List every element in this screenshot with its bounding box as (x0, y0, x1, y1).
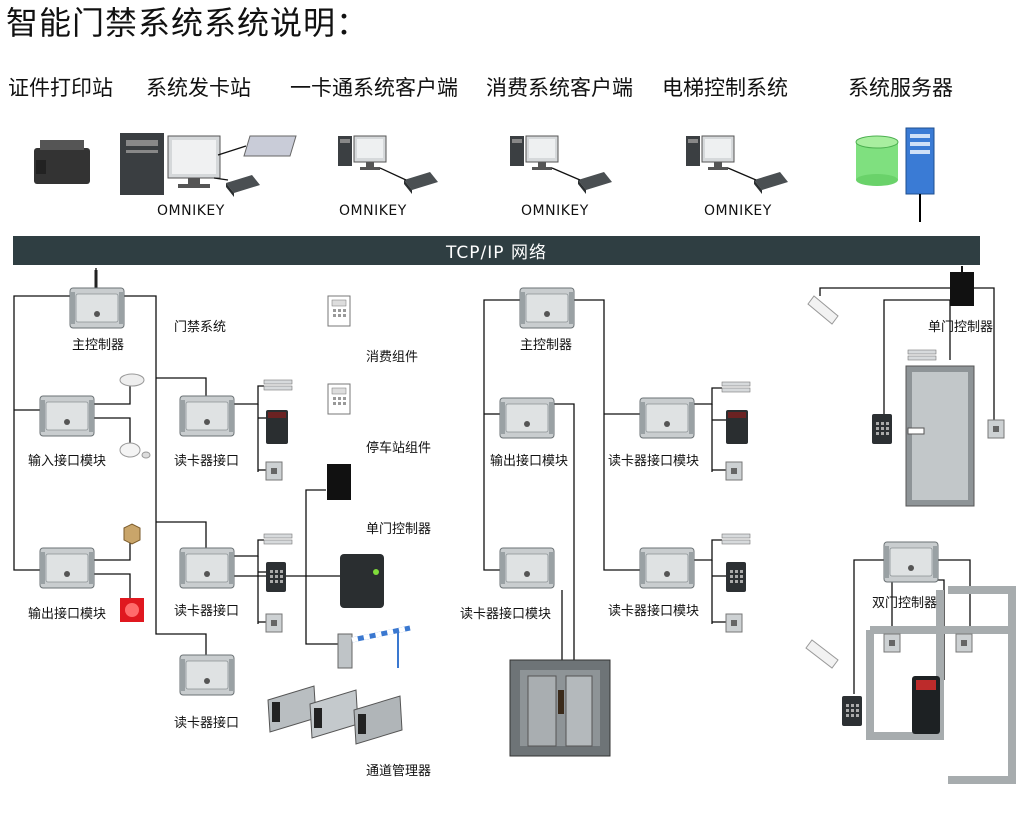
left-reader-interface-1 (179, 395, 235, 437)
left-input-module (39, 395, 95, 437)
door-lock-icon (263, 379, 293, 391)
left-main-controller-label: 主控制器 (72, 338, 125, 353)
exit-button-icon (883, 633, 901, 653)
door-lock-icon (907, 349, 937, 361)
turnstile-gates-icon (267, 685, 403, 745)
label-id-print-station: 证件打印站 (8, 76, 113, 100)
camera-icon (807, 295, 839, 325)
single-door-controller-label: 单门控制器 (366, 522, 432, 537)
alarm-light-icon (120, 598, 144, 622)
middle-reader-module-left-label: 读卡器接口模块 (460, 607, 552, 622)
id-card-printer-icon (34, 140, 90, 184)
exit-button-icon (725, 613, 743, 633)
barrier-gate-icon (337, 625, 411, 669)
left-reader-interface-3 (179, 654, 235, 696)
left-output-module (39, 547, 95, 589)
middle-output-module-label: 输出接口模块 (490, 454, 569, 469)
smoke-detector-icon (119, 373, 145, 387)
omnikey-label: OMNIKEY (521, 203, 589, 219)
label-system-server: 系统服务器 (848, 76, 953, 100)
single-door-controller-icon (327, 464, 351, 500)
reader-interface-label: 读卡器接口 (174, 716, 240, 731)
database-icon (855, 135, 899, 186)
exit-button-icon (265, 613, 283, 633)
omnikey-label: OMNIKEY (157, 203, 225, 219)
access-system-label: 门禁系统 (174, 320, 227, 335)
keypad-reader-icon (872, 414, 892, 444)
server-rack-icon (905, 127, 935, 222)
exit-button-icon (955, 633, 973, 653)
exit-button-icon (725, 461, 743, 481)
middle-reader-module-left (499, 547, 555, 589)
large-reader-icon (340, 554, 384, 608)
keypad-reader-icon (726, 562, 746, 592)
parking-terminal-icon (327, 383, 351, 415)
reader-interface-label: 读卡器接口 (174, 604, 240, 619)
onecard-client-pc-icon (337, 135, 438, 194)
label-card-issue-station: 系统发卡站 (146, 76, 251, 100)
middle-output-module (499, 397, 555, 439)
card-reader-icon (266, 410, 288, 444)
door-lock-icon (721, 381, 751, 393)
access-terminal-icon (912, 676, 940, 734)
glass-door-icon (905, 365, 975, 507)
keypad-reader-icon (842, 696, 862, 726)
keypad-reader-icon (266, 562, 286, 592)
label-consumption-client: 消费系统客户端 (486, 76, 633, 100)
double-door-frame-icon (866, 586, 1016, 784)
middle-reader-module-right-bottom (639, 547, 695, 589)
tcpip-network-bar: TCP/IP 网络 (13, 236, 980, 265)
label-onecard-client: 一卡通系统客户端 (290, 76, 458, 100)
middle-reader-module-right-bottom-label: 读卡器接口模块 (608, 604, 700, 619)
consumption-component-label: 消费组件 (366, 350, 419, 365)
right-single-door-controller-label: 单门控制器 (928, 320, 994, 335)
consumption-terminal-icon (327, 295, 351, 327)
door-lock-icon (721, 533, 751, 545)
camera-icon (805, 639, 839, 669)
middle-main-controller (519, 287, 575, 329)
exit-button-icon (987, 419, 1005, 439)
middle-section-wiring (483, 299, 726, 660)
right-single-door-controller (950, 266, 974, 306)
omnikey-label: OMNIKEY (339, 203, 407, 219)
elevator-car-icon (509, 659, 611, 757)
double-door-controller-label: 双门控制器 (872, 596, 938, 611)
speaker-icon (123, 523, 141, 545)
network-label: TCP/IP 网络 (446, 243, 547, 263)
reader-interface-label: 读卡器接口 (174, 454, 240, 469)
page-title: 智能门禁系统系统说明： (6, 4, 370, 42)
left-reader-interface-2 (179, 547, 235, 589)
input-module-label: 输入接口模块 (28, 454, 107, 469)
left-output-module-label: 输出接口模块 (28, 607, 107, 622)
siren-icon (119, 442, 151, 459)
middle-main-controller-label: 主控制器 (520, 338, 573, 353)
card-issue-workstation-icon (120, 133, 297, 197)
elevator-client-pc-icon (685, 135, 788, 194)
exit-button-icon (265, 461, 283, 481)
card-reader-icon (726, 410, 748, 444)
left-main-controller (69, 270, 125, 329)
channel-manager-label: 通道管理器 (366, 764, 432, 779)
right-double-door-controller (883, 541, 939, 583)
label-elevator-system: 电梯控制系统 (662, 76, 788, 100)
consumption-client-pc-icon (509, 135, 612, 194)
omnikey-label: OMNIKEY (704, 203, 772, 219)
parking-component-label: 停车站组件 (366, 441, 432, 456)
door-lock-icon (263, 533, 293, 545)
middle-reader-module-right-top-label: 读卡器接口模块 (608, 454, 700, 469)
middle-reader-module-right-top (639, 397, 695, 439)
